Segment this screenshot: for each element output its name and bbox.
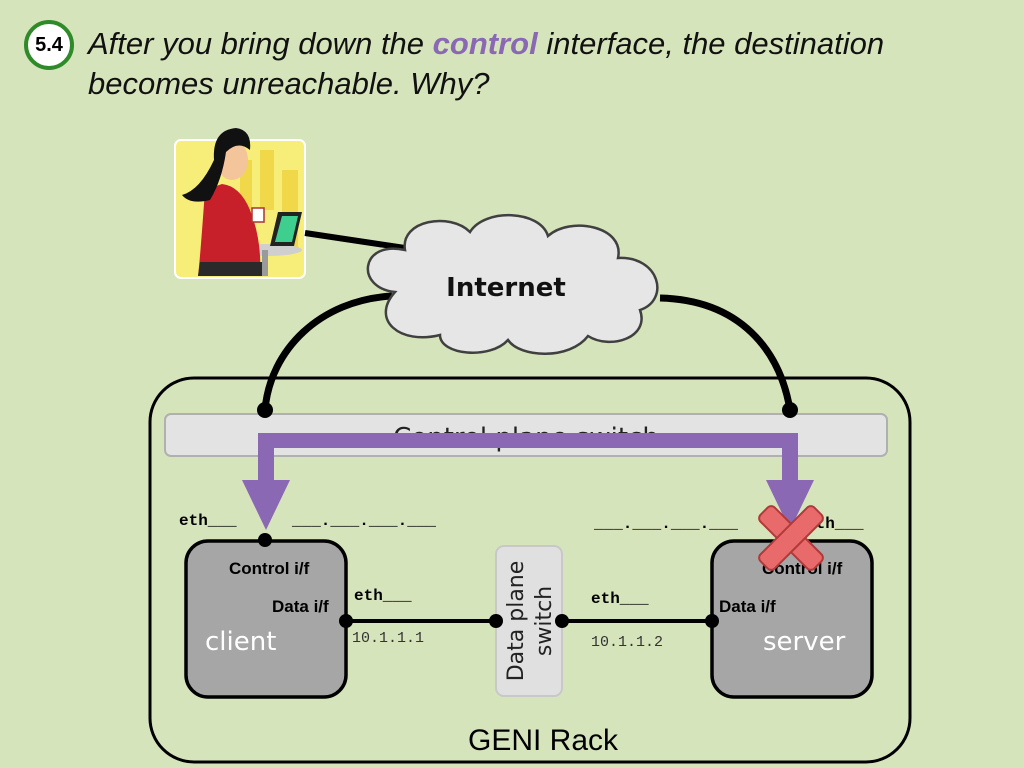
internet-label: Internet <box>446 273 566 303</box>
question-start: After you bring down the <box>88 26 433 61</box>
server-data-if-label: Data i/f <box>719 597 776 616</box>
switch-right-port <box>555 614 569 628</box>
woman-with-laptop-clipart <box>174 128 306 279</box>
client-control-eth: eth___ <box>179 512 237 530</box>
client-control-port <box>258 533 272 547</box>
data-switch-label-line1: Data plane <box>504 561 529 682</box>
question-text: After you bring down the control interfa… <box>88 24 998 104</box>
server-data-eth: eth___ <box>591 590 649 608</box>
step-badge: 5.4 <box>24 20 74 70</box>
internet-client-link <box>261 292 393 411</box>
server-control-if-label: Control i/f <box>762 559 843 578</box>
client-data-ip: 10.1.1.1 <box>352 630 424 647</box>
server-uplink-dot <box>782 402 798 418</box>
client-uplink-dot <box>257 402 273 418</box>
client-data-if-label: Data i/f <box>272 597 329 616</box>
server-control-ip-blank: ___.___.___.___ <box>593 515 738 533</box>
client-name: client <box>205 627 276 657</box>
client-control-if-label: Control i/f <box>229 559 310 578</box>
question-highlight: control <box>432 26 538 61</box>
rack-label: GENI Rack <box>468 724 619 757</box>
internet-server-link <box>659 294 794 411</box>
server-data-ip: 10.1.1.2 <box>591 634 663 651</box>
client-control-ip-blank: ___.___.___.___ <box>291 512 436 530</box>
question-end: interface, the destination becomes unrea… <box>88 26 885 101</box>
server-data-port <box>705 614 719 628</box>
control-path-arrow <box>242 433 814 530</box>
switch-left-port <box>489 614 503 628</box>
internet-cloud: Internet <box>366 213 659 355</box>
client-data-eth: eth___ <box>354 587 412 605</box>
geni-rack-border <box>148 376 912 764</box>
server-name: server <box>763 627 846 657</box>
red-x-icon <box>758 505 824 571</box>
data-switch-label-line2: switch <box>532 586 557 656</box>
user-internet-link <box>304 230 406 251</box>
